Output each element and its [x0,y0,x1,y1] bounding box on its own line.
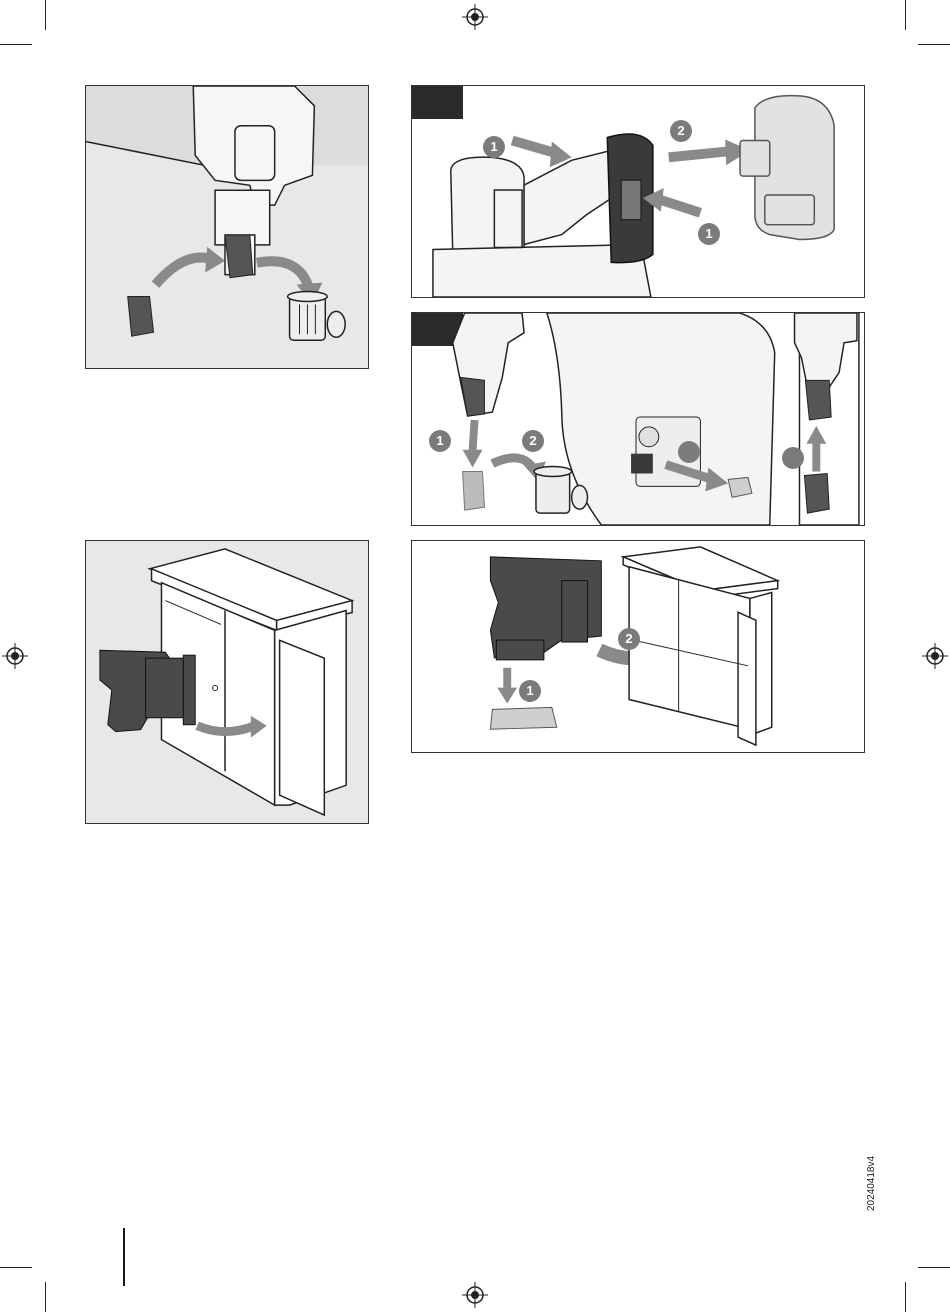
crop-mark [0,1267,32,1268]
crop-mark [45,0,46,30]
step-number-badge: 2 [618,628,640,650]
step-number-badge [782,447,804,469]
step-number-badge: 2 [522,430,544,452]
illustration-nose-disposal [86,86,368,368]
panel-nose-replacement: 1 2 [411,312,865,526]
step-number-badge: 1 [698,223,720,245]
illustration-store-cabinet [86,541,368,823]
illustration-store-without-battery [412,541,864,752]
panel-battery-removal: 1 2 1 [411,85,865,298]
step-number-badge: 1 [483,136,505,158]
step-number-badge: 1 [519,680,541,702]
page-number-bar [123,1228,125,1286]
crop-mark [905,1282,906,1312]
crop-mark [45,1282,46,1312]
panel-store-without-battery: 2 1 [411,540,865,753]
panel-store-cabinet [85,540,369,824]
illustration-nose-replacement [412,313,864,525]
step-number-badge: 2 [670,120,692,142]
panel-nose-disposal [85,85,369,369]
registration-mark-icon [922,643,948,669]
crop-mark [918,1267,950,1268]
registration-mark-icon [462,4,488,30]
crop-mark [918,44,950,45]
crop-mark [0,44,32,45]
registration-mark-icon [462,1282,488,1308]
step-number-badge [678,441,700,463]
step-number-badge: 1 [429,430,451,452]
registration-mark-icon [2,643,28,669]
version-code: 20240418v4 [866,1156,877,1211]
illustration-battery-removal [412,86,864,297]
crop-mark [905,0,906,30]
